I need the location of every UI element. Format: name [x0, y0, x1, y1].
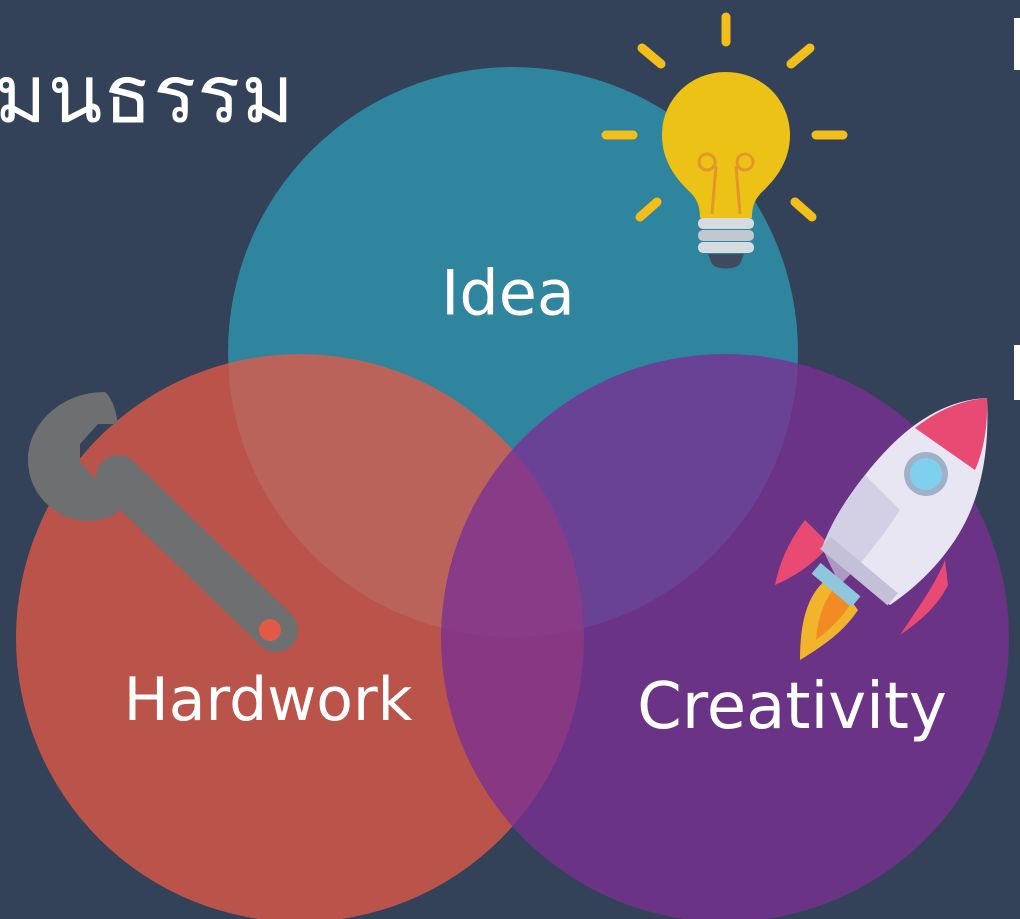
- wrench-icon: [28, 392, 298, 652]
- label-creativity: Creativity: [637, 670, 947, 744]
- label-hardwork: Hardwork: [123, 665, 413, 735]
- label-idea: Idea: [441, 256, 575, 330]
- lightbulb-icon: [601, 12, 848, 269]
- page-title: มนธรรม: [0, 48, 295, 141]
- edge-mark-middle: [1014, 345, 1020, 400]
- rocket-icon: [775, 398, 988, 660]
- edge-mark-top: [1014, 18, 1020, 70]
